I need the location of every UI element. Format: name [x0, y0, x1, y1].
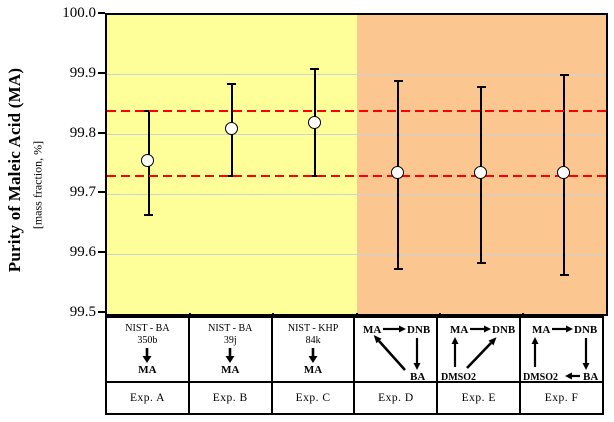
y-tick-label: 99.5 [69, 304, 96, 320]
exp-column-c: NIST - KHP 84k MA Exp. C [272, 318, 356, 413]
down-arrow-icon [308, 348, 318, 363]
y-tick [98, 71, 105, 74]
svg-text:DNB: DNB [492, 324, 516, 336]
scheme-exp-d: MA DNB BA [355, 318, 437, 383]
exp-column-a: NIST - BA 350b MA Exp. A [107, 318, 190, 413]
svg-text:DMSO2: DMSO2 [523, 372, 558, 381]
error-bar-cap [144, 214, 154, 217]
x-tick [355, 313, 358, 318]
exp-column-f: MA DNB DMSO2 BA Exp. F [521, 318, 602, 413]
gridline [107, 193, 606, 195]
y-tick [98, 191, 105, 194]
x-tick [521, 313, 524, 318]
scheme-target: MA [221, 364, 240, 376]
svg-text:BA: BA [583, 371, 598, 381]
data-point-expc [307, 115, 321, 129]
exp-label-f: Exp. F [544, 392, 579, 404]
y-tick-label: 99.6 [69, 244, 96, 261]
error-bar-cap [559, 73, 569, 76]
scheme-source-line1: NIST - BA [125, 323, 170, 334]
svg-text:DNB: DNB [574, 324, 598, 336]
svg-text:DNB: DNB [407, 324, 431, 336]
error-bar-cap [559, 274, 569, 277]
scheme-source-line1: NIST - BA [208, 323, 253, 334]
y-tick-label: 99.8 [69, 124, 96, 141]
x-tick [272, 313, 275, 318]
error-bar-cap [476, 85, 486, 88]
exp-label-b: Exp. B [212, 392, 248, 404]
y-tick [98, 131, 105, 134]
scheme-exp-f: MA DNB DMSO2 BA [521, 318, 602, 383]
scheme-source-line2: 39j [223, 335, 237, 346]
scheme-source-line2: 350b [137, 335, 158, 346]
svg-text:MA: MA [363, 324, 381, 336]
svg-text:DMSO2: DMSO2 [441, 372, 476, 381]
scheme-target: MA [303, 364, 323, 376]
down-arrow-icon [225, 348, 235, 363]
error-bar-cap [393, 268, 403, 271]
x-tick [438, 313, 441, 318]
down-arrow-icon [142, 348, 152, 363]
gridline [107, 253, 606, 255]
exp-label-a: Exp. A [129, 392, 165, 404]
y-tick [98, 251, 105, 254]
exp-label-c: Exp. C [295, 392, 331, 404]
gridline [107, 134, 606, 136]
exp-column-d: MA DNB BA Exp. D [355, 318, 439, 413]
error-bar-cap [393, 79, 403, 82]
plot-area [105, 13, 608, 316]
exp-label-e: Exp. E [461, 392, 496, 404]
reference-line [107, 109, 606, 112]
data-point-expd [390, 166, 404, 180]
exp-column-e: MA DNB DMSO2 Exp. E [438, 318, 522, 413]
y-tick-label: 99.7 [69, 184, 96, 201]
scheme-exp-a: NIST - BA 350b MA [107, 318, 188, 383]
reaction-scheme-d-icon: MA DNB BA [363, 324, 431, 381]
reaction-scheme-f-icon: MA DNB DMSO2 BA [523, 324, 598, 381]
scheme-source-line2: 84k [305, 335, 321, 346]
reference-line [107, 175, 606, 178]
y-tick-label: 99.9 [69, 64, 96, 81]
svg-text:MA: MA [450, 324, 468, 336]
y-tick [98, 311, 105, 313]
y-tick-label: 100.0 [62, 5, 96, 21]
y-axis-title: Purity of Maleic Acid (MA) [5, 67, 24, 273]
exp-label-d: Exp. D [378, 392, 414, 404]
experiment-table: NIST - BA 350b MA Exp. A NIST - BA 39j M… [105, 316, 604, 415]
svg-text:BA: BA [410, 371, 425, 381]
error-bar-cap [310, 67, 320, 70]
gridline [107, 74, 606, 76]
y-tick [98, 12, 105, 14]
data-point-expe [474, 166, 488, 180]
data-point-expa [141, 154, 155, 168]
scheme-exp-c: NIST - KHP 84k MA [272, 318, 354, 383]
scheme-exp-b: NIST - BA 39j MA [189, 318, 271, 383]
scheme-target: MA [138, 364, 157, 376]
data-point-expb [224, 121, 238, 135]
svg-text:MA: MA [532, 324, 550, 336]
scheme-source-line1: NIST - KHP [287, 323, 339, 334]
x-tick [189, 313, 192, 318]
data-point-expf [557, 166, 571, 180]
error-bar-cap [476, 262, 486, 265]
scheme-exp-e: MA DNB DMSO2 [438, 318, 520, 383]
error-bar-cap [227, 82, 237, 85]
exp-column-b: NIST - BA 39j MA Exp. B [189, 318, 273, 413]
reaction-scheme-e-icon: MA DNB DMSO2 [441, 324, 516, 381]
